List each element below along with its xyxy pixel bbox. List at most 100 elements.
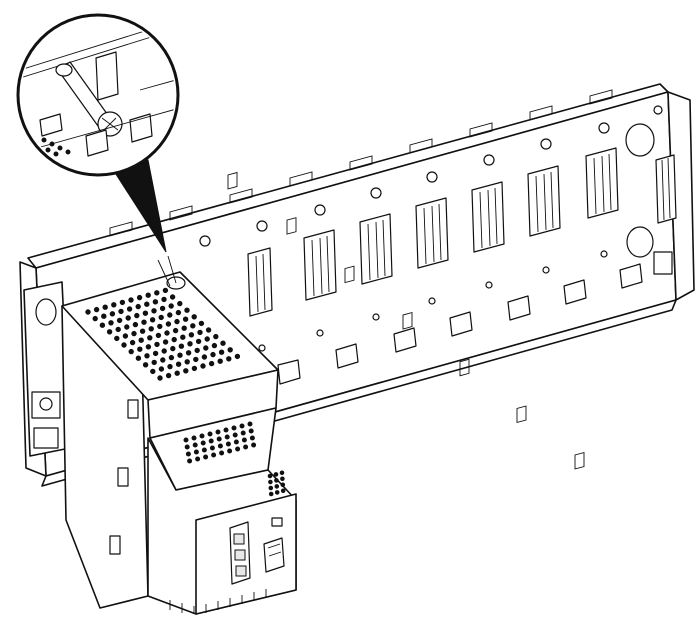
vent-hole (240, 430, 246, 436)
vent-hole (227, 448, 233, 454)
vent-hole (147, 335, 153, 341)
vent-hole (232, 432, 238, 438)
slot-connector (585, 147, 619, 219)
vent-hole (268, 491, 274, 497)
vent-hole (279, 470, 285, 476)
rack-right-oval-hole-bottom (626, 226, 654, 258)
vent-hole (273, 472, 279, 477)
vent-hole (195, 338, 202, 345)
vent-hole (280, 476, 285, 482)
vent-hole (208, 438, 214, 444)
vent-hole (144, 301, 150, 307)
vent-hole (201, 447, 207, 453)
rack-latch-slots (227, 171, 585, 470)
vent-hole (231, 425, 237, 431)
vent-hole (157, 323, 163, 330)
vent-hole (102, 304, 108, 310)
vent-hole (145, 344, 152, 350)
vent-hole (128, 297, 134, 303)
vent-hole (249, 435, 255, 441)
vent-hole (180, 334, 186, 340)
vent-hole (172, 327, 179, 334)
vent-hole (168, 354, 175, 361)
vent-hole (182, 316, 189, 322)
vent-hole (201, 354, 208, 360)
vent-hole (204, 336, 210, 342)
rack-mounting-holes-upper (199, 105, 663, 247)
vent-hole (165, 321, 172, 327)
vent-hole (223, 427, 229, 433)
vent-hole (161, 296, 167, 303)
vent-hole (216, 436, 222, 442)
psu-side-vents (267, 470, 286, 497)
vent-hole (181, 325, 187, 331)
vent-hole (225, 441, 231, 447)
vent-hole (170, 345, 176, 352)
psu-terminal-connector (229, 521, 251, 585)
vent-hole (200, 363, 206, 369)
vent-hole (243, 444, 249, 450)
vent-hole (161, 348, 167, 354)
vent-hole (131, 330, 137, 337)
vent-hole (150, 368, 156, 375)
vent-hole (215, 429, 221, 435)
vent-hole (129, 339, 136, 346)
vent-hole (191, 365, 198, 372)
vent-hole (135, 303, 141, 310)
vent-hole (148, 326, 154, 332)
vent-hole (164, 330, 170, 336)
vent-hole (124, 324, 130, 330)
vent-hole (118, 308, 124, 315)
vent-hole (227, 347, 233, 353)
vent-hole (210, 351, 216, 358)
slot-connector (247, 247, 273, 317)
vent-hole (207, 431, 213, 437)
slot-connector-end (655, 154, 677, 224)
vent-hole (167, 312, 173, 318)
vent-hole (93, 306, 100, 313)
vent-hole (149, 317, 156, 323)
vent-hole (185, 451, 191, 457)
vent-hole (134, 312, 140, 319)
vent-hole (239, 423, 245, 429)
vent-hole (177, 300, 183, 307)
psu-small-connector (263, 537, 285, 573)
vent-hole (155, 332, 162, 339)
vent-hole (125, 315, 131, 321)
vent-hole (220, 340, 226, 346)
psu-bottom-ribs (169, 589, 267, 614)
vent-hole (267, 473, 273, 479)
psu-top-vents (85, 287, 241, 381)
vent-hole (162, 339, 169, 345)
vent-hole (122, 333, 129, 339)
vent-hole (178, 343, 185, 349)
vent-hole (184, 444, 190, 450)
vent-hole (274, 490, 280, 495)
vent-hole (152, 350, 159, 357)
detail-content (21, 19, 175, 157)
vent-hole (119, 299, 126, 306)
vent-hole (99, 322, 106, 328)
vent-hole (106, 329, 113, 335)
vent-hole (280, 482, 286, 488)
vent-hole (116, 317, 123, 324)
vent-hole (274, 478, 279, 483)
psu-side-clips (109, 399, 139, 555)
vent-hole (157, 375, 163, 381)
psu-front-vents (183, 421, 257, 464)
vent-hole (213, 333, 219, 340)
vent-hole (199, 433, 205, 439)
rack-right-foot (653, 251, 673, 275)
vent-hole (198, 320, 205, 327)
vent-hole (185, 350, 192, 356)
vent-hole (241, 437, 247, 443)
vent-hole (193, 449, 199, 455)
vent-hole (190, 323, 196, 329)
vent-hole (226, 356, 232, 362)
vent-hole (145, 292, 151, 298)
vent-hole (191, 314, 197, 320)
vent-hole (169, 294, 176, 300)
rack-right-oval-hole-top (625, 123, 655, 157)
vent-hole (200, 440, 206, 446)
